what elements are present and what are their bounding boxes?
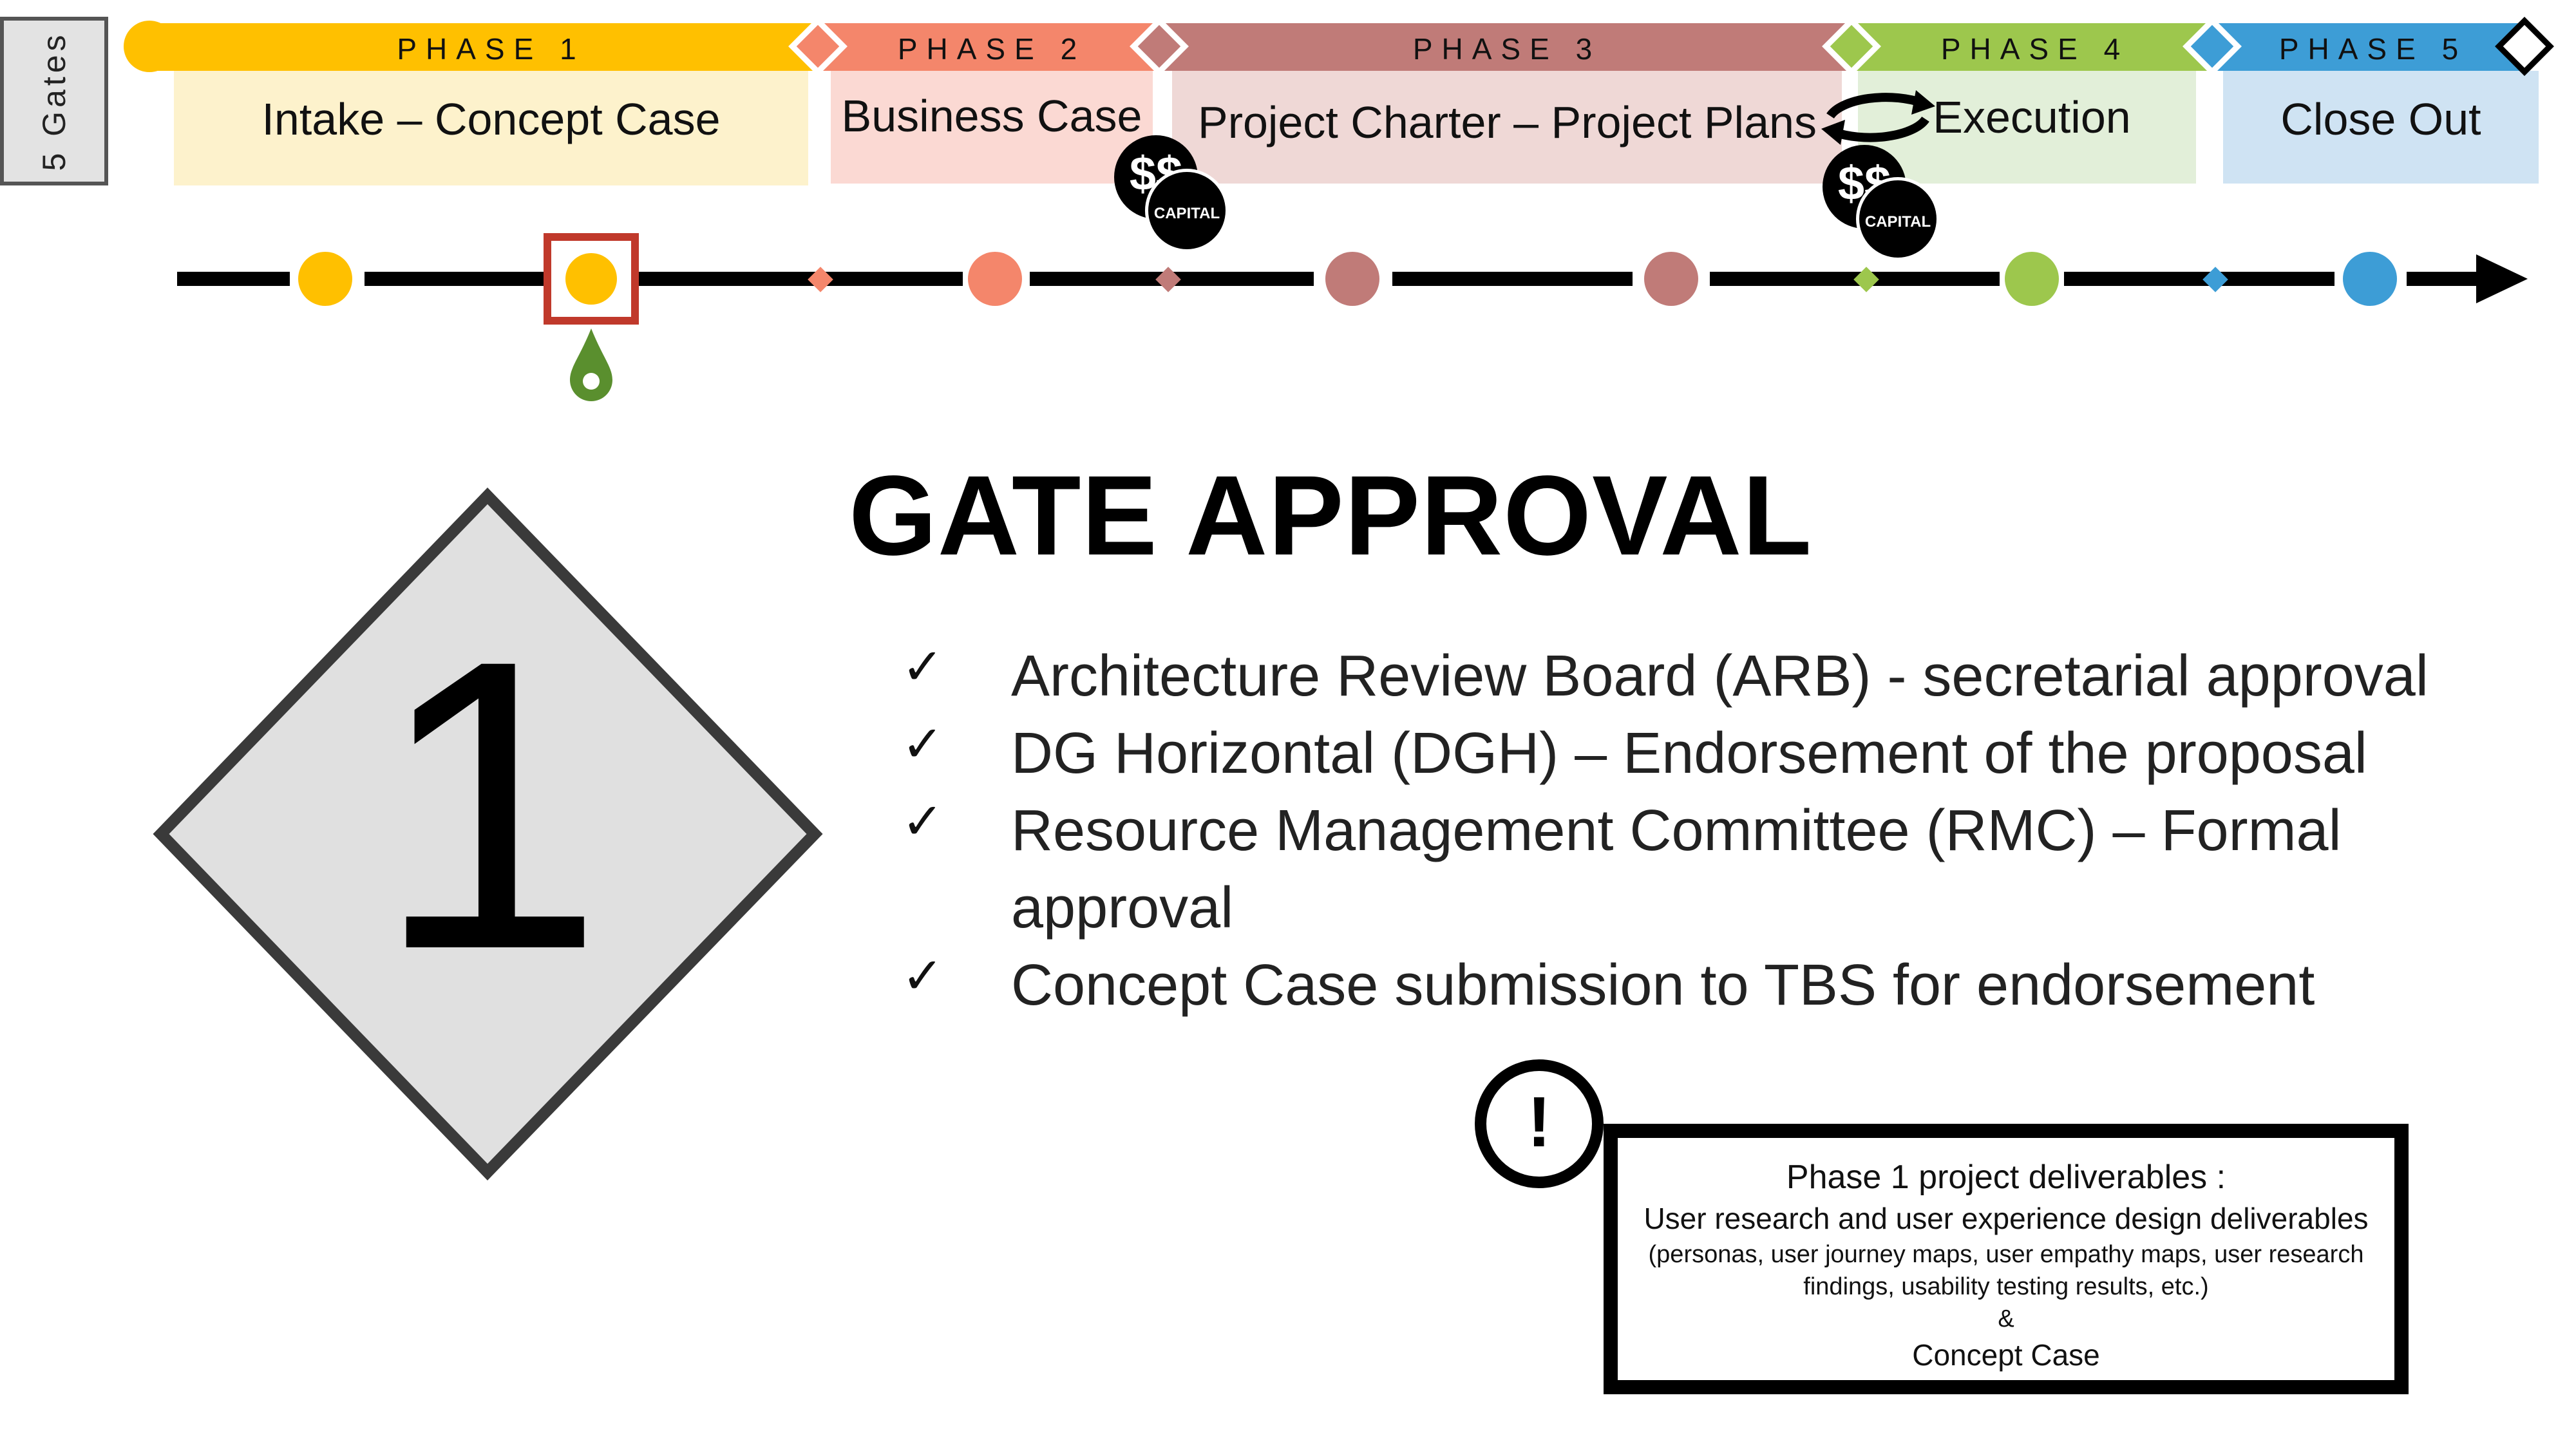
phase-3-bar — [1159, 23, 1852, 71]
deliverables-detail: (personas, user journey maps, user empat… — [1648, 1241, 2364, 1300]
deliverables-concept: Concept Case — [1912, 1338, 2100, 1372]
timeline — [177, 233, 2528, 325]
exclamation-icon: ! — [1475, 1059, 1604, 1188]
cycle-arrows-icon — [1821, 90, 1935, 145]
phase-2-bar — [818, 23, 1159, 71]
marker-phase4 — [2005, 252, 2059, 306]
phase-1-title: Intake – Concept Case — [261, 94, 721, 144]
marker-gate2-diamond — [1155, 267, 1181, 292]
marker-gate1-diamond — [808, 267, 833, 292]
gates-label-box: 5 Gates — [0, 17, 108, 185]
phase-4-bar — [1852, 23, 2212, 71]
phase-1-label: PHASE 1 — [397, 32, 585, 66]
phase-2-title: Business Case — [841, 91, 1142, 141]
capital-badge-1: CAPITAL — [1145, 169, 1229, 252]
timeline-arrowhead — [2476, 254, 2528, 303]
approval-item-text: DG Horizontal (DGH) – Endorsement of the… — [1011, 721, 2367, 786]
approval-item-text: Concept Case submission to TBS for endor… — [1011, 953, 2315, 1018]
location-pin-icon — [570, 328, 612, 401]
phase-2-panel — [831, 71, 1153, 184]
checkmark-icon: ✓ — [902, 638, 944, 695]
deliverables-box: Phase 1 project deliverables : User rese… — [1604, 1124, 2409, 1394]
phase-5-title: Close Out — [2280, 94, 2481, 144]
marker-gate4-diamond — [2202, 267, 2228, 292]
phase-5-panel — [2223, 71, 2539, 184]
approval-item-text: Resource Management Committee (RMC) – Fo… — [1011, 799, 2342, 940]
phase-1-panel — [174, 71, 808, 185]
gate-connector-1 — [788, 17, 848, 76]
marker-phase5 — [2343, 252, 2397, 306]
approval-item-text: Architecture Review Board (ARB) - secret… — [1011, 644, 2429, 708]
phase-4-label: PHASE 4 — [1940, 32, 2130, 66]
gate-number: 1 — [375, 574, 604, 1035]
gate-diamond — [153, 488, 823, 1180]
gate-connector-3 — [1822, 17, 1881, 76]
phase-5-label: PHASE 5 — [2278, 32, 2468, 66]
capital-badge-2: CAPITAL — [1856, 177, 1940, 261]
phase-3-title: Project Charter – Project Plans — [1198, 97, 1817, 147]
marker-phase1-a — [298, 252, 352, 306]
gates-label: 5 Gates — [36, 31, 72, 171]
checkmark-icon: ✓ — [902, 793, 944, 849]
phase-3-panel — [1172, 71, 1842, 184]
marker-gate3-diamond — [1853, 267, 1879, 292]
marker-phase3-b — [1644, 252, 1698, 306]
deliverables-subtitle: User research and user experience design… — [1643, 1202, 2369, 1235]
phase-5-bar — [2212, 23, 2524, 71]
start-circle — [124, 21, 175, 72]
phase-4-title: Execution — [1933, 92, 2131, 142]
marker-phase1-current[interactable] — [565, 253, 617, 305]
checkmark-icon: ✓ — [902, 715, 944, 772]
deliverables-ampersand: & — [1998, 1305, 2014, 1332]
phase-2-label: PHASE 2 — [897, 32, 1086, 66]
gate-connector-4 — [2183, 17, 2242, 76]
gate-connector-2 — [1130, 17, 1189, 76]
phase-1-bar — [148, 23, 818, 71]
gate-approval-title: GATE APPROVAL — [849, 453, 1813, 579]
marker-phase2 — [968, 252, 1022, 306]
checkmark-icon: ✓ — [902, 947, 944, 1004]
gate-connector-5 — [2495, 17, 2554, 76]
phase-3-label: PHASE 3 — [1412, 32, 1602, 66]
marker-phase3-a — [1325, 252, 1379, 306]
deliverables-title: Phase 1 project deliverables : — [1786, 1159, 2226, 1196]
